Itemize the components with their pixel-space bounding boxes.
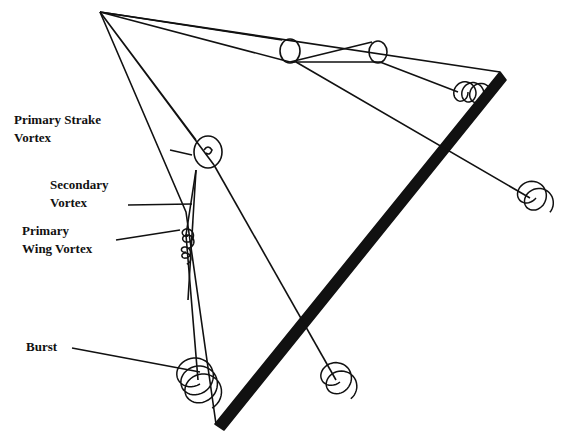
- vortex-spiral: [454, 82, 492, 103]
- vortex-cone: [100, 12, 290, 62]
- vortex-core: [204, 147, 212, 154]
- vortex-core: [280, 39, 300, 63]
- vortex-spiral: [181, 247, 190, 264]
- vortex-cone: [290, 42, 380, 62]
- leader-line: [72, 348, 200, 372]
- vortex-spiral: [177, 358, 222, 408]
- vortex-line: [214, 165, 336, 380]
- leader-line: [128, 204, 192, 205]
- part-label: Burst: [26, 338, 86, 356]
- part-label: Primary Wing Vortex: [22, 222, 102, 258]
- vortex-line: [296, 62, 530, 198]
- vortex-spiral: [518, 181, 554, 212]
- part-label: Primary Strake Vortex: [14, 111, 116, 147]
- vortex-spiral: [182, 229, 194, 248]
- leader-line: [170, 150, 192, 155]
- vortex-core: [194, 136, 222, 168]
- wing-edge: [100, 12, 500, 72]
- vortex-line: [186, 170, 198, 380]
- wing-edge: [100, 12, 216, 424]
- leader-line: [116, 230, 180, 240]
- vortex-core: [369, 41, 387, 63]
- part-label: Secondary Vortex: [50, 176, 130, 212]
- vortex-spiral: [321, 363, 357, 399]
- trailing-edge: [215, 72, 506, 430]
